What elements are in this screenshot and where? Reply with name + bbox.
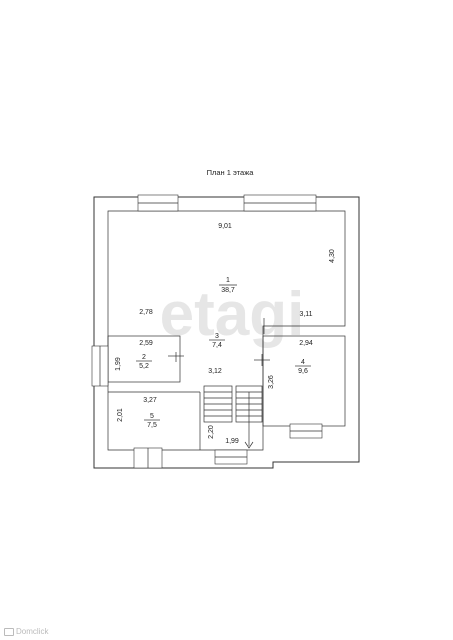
room-1-number: 1 — [226, 277, 230, 284]
plan-title: План 1 этажа — [207, 168, 255, 177]
room-3-number: 3 — [215, 333, 219, 340]
room-4-area: 9,6 — [298, 368, 308, 375]
room-3-area: 7,4 — [212, 342, 222, 349]
room-5-number: 5 — [150, 413, 154, 420]
dim-height-room-5: 2,01 — [117, 408, 124, 422]
dim-height-room-2: 1,99 — [115, 357, 122, 371]
dim-stair-length: 2,20 — [208, 425, 215, 439]
dim-stair-width: 1,99 — [225, 438, 239, 445]
dim-height-room-4: 3,26 — [268, 375, 275, 389]
dim-height-room-1: 4,30 — [329, 249, 336, 263]
camera-icon — [4, 627, 14, 636]
dim-left-lower: 2,78 — [139, 309, 153, 316]
source-badge-label: Domclick — [16, 627, 49, 636]
room-2-number: 2 — [142, 354, 146, 361]
room-4-number: 4 — [301, 359, 305, 366]
room-5-area: 7,5 — [147, 422, 157, 429]
dim-hall-length: 3,12 — [208, 368, 222, 375]
dim-width-room-1: 9,01 — [218, 223, 232, 230]
outer-wall-inner — [107, 210, 346, 451]
dim-width-room-2: 2,59 — [139, 340, 153, 347]
source-badge: Domclick — [4, 627, 48, 636]
outer-wall — [93, 196, 360, 469]
room-2-area: 5,2 — [139, 363, 149, 370]
dim-width-room-4: 2,94 — [299, 340, 313, 347]
dim-right-lower: 3,11 — [299, 311, 312, 318]
watermark-logo: etagi — [160, 280, 305, 349]
room-4-walls — [262, 335, 346, 427]
staircase — [203, 385, 263, 449]
room-1-area: 38,7 — [221, 287, 235, 294]
dim-width-room-5: 3,27 — [143, 397, 157, 404]
